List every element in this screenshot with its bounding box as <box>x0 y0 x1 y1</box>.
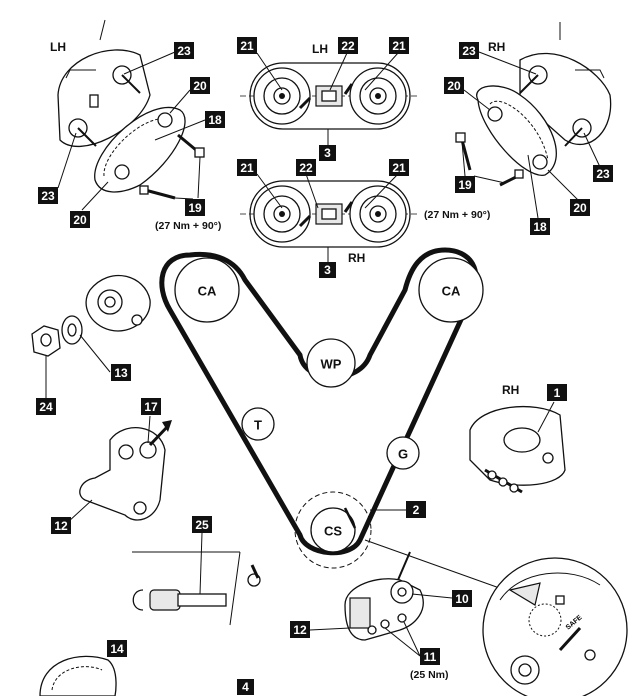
nut-24 <box>31 325 61 357</box>
torque-tensioner: (25 Nm) <box>410 669 449 681</box>
svg-text:1: 1 <box>554 386 561 400</box>
callout-17: 17 <box>141 398 161 444</box>
callout-18b: 18 <box>527 154 550 235</box>
svg-text:25: 25 <box>195 518 209 532</box>
crankshaft-pulley: CS <box>294 491 372 569</box>
svg-text:WP: WP <box>321 357 342 372</box>
svg-text:12: 12 <box>54 519 68 533</box>
callout-19a: 19 <box>174 156 205 216</box>
svg-text:2: 2 <box>413 503 420 517</box>
svg-text:21: 21 <box>240 39 254 53</box>
sprocket-14 <box>39 655 117 696</box>
callout-1: 1 <box>537 384 567 433</box>
svg-text:11: 11 <box>424 650 437 664</box>
tensioner-pulley: T <box>241 407 275 441</box>
rh-right-label: RH <box>502 383 519 397</box>
callout-21b: 21 <box>364 37 409 91</box>
lh-top-left-label: LH <box>50 40 66 54</box>
callout-10: 10 <box>411 590 472 607</box>
callout-23c: 23 <box>459 42 537 75</box>
svg-text:23: 23 <box>462 44 476 58</box>
torque-right: (27 Nm + 90°) <box>424 209 490 221</box>
svg-text:CA: CA <box>442 284 461 299</box>
svg-text:G: G <box>398 447 408 462</box>
callout-3b: 3 <box>319 247 336 278</box>
callout-20a: 20 <box>169 77 210 114</box>
callout-21d: 21 <box>364 159 409 209</box>
callout-18a: 18 <box>154 111 225 141</box>
svg-text:20: 20 <box>193 79 207 93</box>
svg-text:12: 12 <box>293 623 307 637</box>
callout-4: 4 <box>237 679 254 695</box>
detail-view-circle: SAFE <box>482 557 628 696</box>
callout-23a: 23 <box>123 42 194 75</box>
svg-text:10: 10 <box>455 592 469 606</box>
callout-23d: 23 <box>583 132 613 182</box>
rh-cam-sprocket-pair <box>240 180 420 248</box>
locking-tool-25 <box>132 551 261 626</box>
svg-text:CS: CS <box>324 524 342 539</box>
svg-text:3: 3 <box>324 263 331 277</box>
callout-12b: 12 <box>290 621 351 638</box>
lh-cam-sprocket-pair <box>240 62 420 130</box>
svg-text:22: 22 <box>299 161 313 175</box>
svg-text:20: 20 <box>573 201 587 215</box>
callout-22b: 22 <box>296 159 319 209</box>
svg-text:17: 17 <box>144 400 158 414</box>
svg-text:4: 4 <box>242 680 249 694</box>
detail-leader-line <box>364 539 506 591</box>
svg-text:18: 18 <box>533 220 547 234</box>
timing-belt <box>159 247 479 556</box>
callout-23b: 23 <box>38 132 77 204</box>
svg-text:20: 20 <box>73 213 87 227</box>
svg-text:23: 23 <box>177 44 191 58</box>
callout-21c: 21 <box>237 159 283 209</box>
svg-text:23: 23 <box>596 167 610 181</box>
tensioner-assembly-10 <box>344 551 424 641</box>
rh-center-label: RH <box>348 251 365 265</box>
svg-text:21: 21 <box>392 39 406 53</box>
svg-text:3: 3 <box>324 146 331 160</box>
callout-21a: 21 <box>237 37 283 91</box>
water-pump-pulley: WP <box>306 338 356 388</box>
svg-text:T: T <box>254 418 262 433</box>
tensioner-arm-12 <box>79 420 172 521</box>
callout-13: 13 <box>79 334 131 381</box>
guide-pulley: G <box>386 436 420 470</box>
svg-text:13: 13 <box>114 366 128 380</box>
svg-text:19: 19 <box>458 178 472 192</box>
callout-14: 14 <box>107 640 127 657</box>
svg-text:24: 24 <box>39 400 53 414</box>
rh-top-right-label: RH <box>488 40 505 54</box>
torque-left: (27 Nm + 90°) <box>155 220 221 232</box>
callout-20d: 20 <box>547 169 590 216</box>
svg-text:22: 22 <box>341 39 355 53</box>
engine-mount-1 <box>469 405 566 494</box>
svg-text:CA: CA <box>198 284 217 299</box>
callout-25: 25 <box>192 516 212 595</box>
svg-text:18: 18 <box>208 113 222 127</box>
camshaft-pulley-left: CA <box>174 257 240 323</box>
callout-12a: 12 <box>51 499 93 534</box>
svg-text:23: 23 <box>41 189 55 203</box>
idler-bracket-13 <box>61 274 151 345</box>
callout-2: 2 <box>370 501 426 518</box>
callout-20b: 20 <box>70 181 109 228</box>
lh-rear-pulley-assembly <box>57 19 205 200</box>
rh-rear-pulley-assembly <box>455 22 612 187</box>
svg-text:14: 14 <box>110 642 124 656</box>
svg-text:20: 20 <box>447 79 461 93</box>
svg-text:21: 21 <box>240 161 254 175</box>
camshaft-pulley-right: CA <box>418 257 484 323</box>
callout-22a: 22 <box>329 37 358 91</box>
callout-19b: 19 <box>455 141 506 193</box>
callout-20c: 20 <box>444 77 491 111</box>
svg-text:21: 21 <box>392 161 406 175</box>
lh-center-label: LH <box>312 42 328 56</box>
callout-24: 24 <box>36 355 56 415</box>
callout-3a: 3 <box>319 129 336 161</box>
svg-text:19: 19 <box>188 201 202 215</box>
callout-11: 11 <box>384 621 440 665</box>
